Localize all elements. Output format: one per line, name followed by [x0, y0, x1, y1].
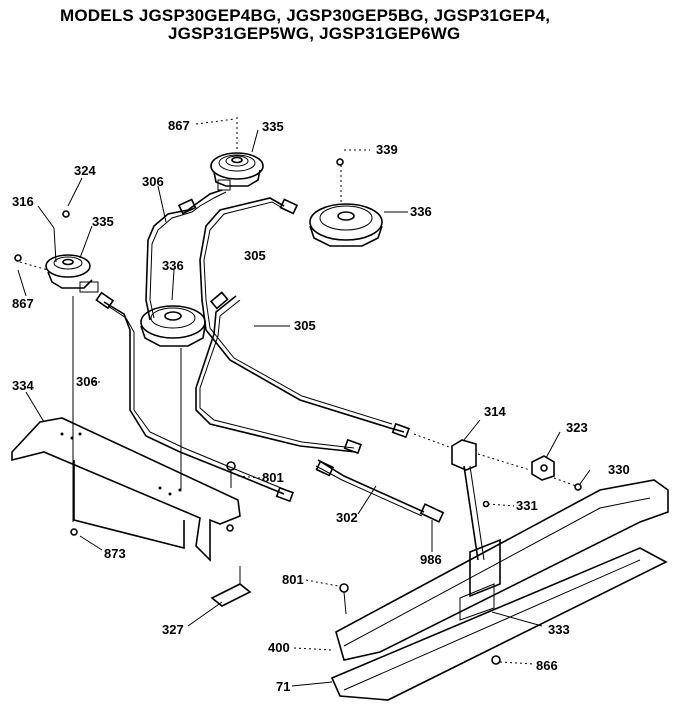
screw-339	[336, 158, 344, 166]
label-334: 334	[12, 378, 34, 393]
clip-327	[210, 583, 252, 607]
screw-324	[62, 210, 70, 218]
label-327: 327	[162, 622, 184, 637]
label-316: 316	[12, 194, 34, 209]
label-866: 866	[536, 658, 558, 673]
label-801-bottom: 801	[282, 572, 304, 587]
label-335-top: 335	[262, 119, 284, 134]
screw-331	[482, 500, 490, 508]
gas-tubes	[95, 189, 445, 523]
callout-labels: 867 335 339 324 306 336 316 335 336 305 …	[12, 118, 630, 694]
manifold-rail-400	[335, 479, 669, 661]
burner-335-left	[45, 227, 99, 293]
label-305-upper: 305	[244, 248, 266, 263]
label-336-right: 336	[410, 204, 432, 219]
label-305-lower: 305	[294, 318, 316, 333]
bracket-334	[11, 296, 241, 562]
label-324: 324	[74, 163, 96, 178]
label-873: 873	[104, 546, 126, 561]
rail-71	[330, 547, 668, 701]
valve-bracket-314	[413, 433, 531, 561]
label-306-left: 306	[76, 374, 98, 389]
label-331: 331	[516, 498, 538, 513]
label-302: 302	[336, 510, 358, 525]
label-306-top: 306	[142, 174, 164, 189]
label-323: 323	[566, 420, 588, 435]
screw-801-bottom	[339, 583, 349, 593]
burner-336-right	[309, 165, 383, 247]
label-867-top: 867	[168, 118, 190, 133]
label-314: 314	[484, 404, 506, 419]
label-335-left: 335	[92, 214, 114, 229]
small-parts	[14, 158, 501, 665]
label-336-center: 336	[162, 258, 184, 273]
screw-866	[491, 655, 501, 665]
label-867-left: 867	[12, 296, 34, 311]
label-71: 71	[276, 679, 290, 694]
label-400: 400	[268, 640, 290, 655]
screw-873	[70, 528, 78, 536]
label-801-top: 801	[262, 470, 284, 485]
models-title-line-2: JGSP31GEP5WG, JGSP31GEP6WG	[168, 24, 461, 43]
label-986: 986	[420, 552, 442, 567]
label-339: 339	[376, 142, 398, 157]
models-title-line-1: MODELS JGSP30GEP4BG, JGSP30GEP5BG, JGSP3…	[60, 6, 551, 25]
screw-867-left	[14, 254, 22, 262]
label-333: 333	[548, 622, 570, 637]
part-323	[531, 455, 582, 491]
leader-lines	[17, 118, 591, 687]
burner-335-top	[210, 117, 264, 191]
label-330: 330	[608, 462, 630, 477]
